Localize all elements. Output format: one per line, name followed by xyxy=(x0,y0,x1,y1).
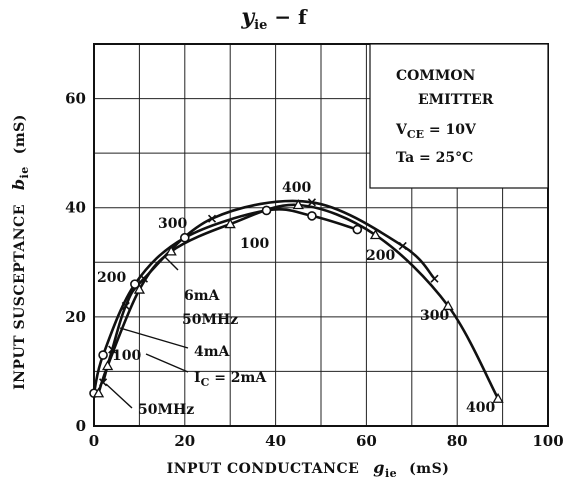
data-point-triangle xyxy=(492,392,504,403)
condition-line2: EMITTER xyxy=(418,92,494,108)
data-point-triangle xyxy=(102,360,114,371)
y-tick-label: 20 xyxy=(65,308,86,326)
data-point-circle xyxy=(261,205,272,216)
condition-line1: COMMON xyxy=(396,68,476,84)
x-tick-label: 60 xyxy=(356,432,377,450)
freq-right-300: 300 xyxy=(420,308,449,324)
leader-4mA xyxy=(119,327,189,349)
freq-left-50mhz: 50MHz xyxy=(138,402,194,418)
x-tick-label: 80 xyxy=(447,432,468,450)
data-point-triangle xyxy=(369,229,382,240)
data-point-x xyxy=(108,345,117,354)
series-markers xyxy=(89,198,504,403)
condition-vce: VCE = 10V xyxy=(395,122,477,141)
data-point-triangle xyxy=(165,245,177,256)
data-point-x xyxy=(307,198,316,207)
data-point-x xyxy=(398,241,407,250)
data-point-x xyxy=(139,274,149,283)
leader-2mA xyxy=(145,353,189,373)
data-point-x xyxy=(99,378,108,387)
data-point-circle xyxy=(98,350,108,360)
condition-ta: Ta = 25°C xyxy=(396,150,473,166)
freq-top-400: 400 xyxy=(282,180,311,196)
condition-box-frame xyxy=(369,43,549,189)
data-point-circle xyxy=(307,211,317,221)
chart-title: yie − f xyxy=(240,4,308,33)
freq-left-100: 100 xyxy=(112,348,141,364)
y-tick-label: 40 xyxy=(65,199,86,217)
series-curves xyxy=(92,199,500,400)
axis-ticks: 0 20 40 60 80 100 0 20 40 60 xyxy=(65,90,564,450)
y-axis-label: INPUT SUSCEPTANCEbie(mS) xyxy=(9,114,31,390)
data-point-circle xyxy=(352,224,363,235)
data-point-x xyxy=(430,274,439,283)
data-point-triangle xyxy=(442,300,454,311)
x-tick-label: 0 xyxy=(89,432,99,450)
data-point-triangle xyxy=(92,387,105,398)
freq-left-200: 200 xyxy=(97,270,126,286)
label-mid-50mhz: 50MHz xyxy=(182,312,238,328)
plot-frame xyxy=(93,43,549,427)
data-point-triangle xyxy=(224,218,236,229)
x-tick-label: 40 xyxy=(265,432,286,450)
freq-mid-100: 100 xyxy=(240,236,269,252)
series-line-2 xyxy=(97,203,500,400)
leader-50MHz xyxy=(105,383,133,409)
y-tick-label: 0 xyxy=(76,417,86,435)
y-tick-label: 60 xyxy=(65,90,86,108)
data-point-circle xyxy=(130,279,140,289)
label-4mA: 4mA xyxy=(194,344,231,360)
data-point-triangle xyxy=(133,283,146,294)
data-point-circle xyxy=(180,232,190,243)
freq-left-300: 300 xyxy=(158,216,187,232)
freq-right-400: 400 xyxy=(466,400,495,416)
label-ic-2mA: IC = 2mA xyxy=(194,370,267,389)
annotation-leaders xyxy=(105,255,189,409)
data-point-x xyxy=(121,301,130,311)
data-point-x xyxy=(207,214,217,223)
label-6mA: 6mA xyxy=(184,288,221,304)
x-tick-label: 20 xyxy=(174,432,195,450)
x-tick-label: 100 xyxy=(532,432,563,450)
condition-box: COMMON EMITTER VCE = 10V Ta = 25°C xyxy=(369,43,549,189)
leader-6mA xyxy=(163,255,179,271)
freq-right-200: 200 xyxy=(366,248,395,264)
data-point-triangle xyxy=(292,199,304,210)
series-line-1 xyxy=(101,199,436,383)
